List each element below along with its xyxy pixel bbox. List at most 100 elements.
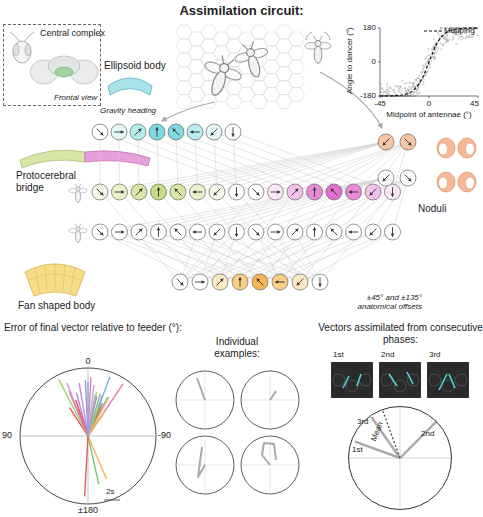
cell-outline: [346, 380, 358, 392]
cell-outline: [333, 374, 345, 386]
mean-vector: [382, 409, 400, 458]
bee-antenna: [10, 32, 34, 42]
bridge-neuron: [131, 184, 147, 200]
scale-bar: [104, 500, 120, 501]
polar-tick: 0: [82, 356, 94, 366]
circuit-wire: [217, 142, 386, 192]
scatter-point: [408, 90, 410, 92]
scatter-point: [387, 89, 389, 91]
offset-note: ±45° and ±135° anatomical offsets: [330, 293, 422, 311]
scatter-point: [431, 50, 433, 52]
example-circle: [241, 436, 299, 494]
direction-arrow: [253, 189, 260, 196]
noduli-neuron: [378, 134, 394, 150]
noduli-shape: [437, 172, 455, 192]
error-vector: [88, 397, 108, 436]
circuit-wire: [100, 132, 256, 192]
arrow-head: [139, 229, 142, 232]
inset-note: Frontal view: [54, 93, 97, 102]
direction-arrow: [173, 129, 180, 136]
arrow-head: [235, 194, 239, 197]
scatter-point: [427, 54, 429, 56]
circuit-wire: [373, 142, 408, 192]
scatter-point: [426, 56, 428, 58]
arrow-head: [297, 282, 300, 285]
fan-body-neuron: [212, 274, 228, 290]
circuit-wire: [100, 192, 180, 282]
scatter-point: [428, 59, 430, 61]
arrow-head: [175, 229, 178, 232]
fan-body-neuron: [312, 274, 328, 290]
scatter-point: [390, 87, 392, 89]
circuit-wire: [157, 132, 315, 192]
error-vector: [69, 391, 88, 436]
bridge-neuron: [307, 224, 323, 240]
bridge-neuron: [190, 184, 206, 200]
circuit-wire: [178, 192, 260, 282]
scatter-point: [435, 57, 437, 59]
arrow-head: [220, 279, 223, 282]
bridge-neuron: [229, 184, 245, 200]
bridge-neuron: [112, 184, 128, 200]
scatter-point: [433, 46, 435, 48]
arrow-head: [349, 190, 352, 194]
direction-arrow: [175, 189, 182, 196]
circuit-wire: [240, 192, 315, 282]
photo-art: [331, 362, 373, 398]
circuit-wire: [195, 132, 354, 192]
example-trace: [197, 378, 205, 400]
scatter-point: [383, 91, 385, 93]
honeycomb-cell: [289, 74, 305, 88]
scatter-point: [427, 70, 429, 72]
arrow-head: [121, 230, 124, 234]
bee-eye: [13, 44, 19, 56]
arrow-head: [408, 142, 411, 145]
scatter-point: [446, 38, 448, 40]
honeycomb-cell: [289, 32, 305, 46]
circuit-wire: [200, 192, 276, 282]
scatter-point: [417, 78, 419, 80]
scatter-point: [422, 65, 424, 67]
bridge-neuron: [346, 224, 362, 240]
scatter-point: [411, 86, 413, 88]
scatter-point: [461, 39, 463, 41]
direction-arrow: [214, 189, 221, 196]
scatter-point: [407, 90, 409, 92]
bee-drawing: [69, 224, 87, 243]
scatter-point: [445, 41, 447, 43]
scatter-point: [444, 35, 446, 37]
phase-label: 2nd: [421, 429, 434, 438]
ellipsoid-neuron: [168, 124, 184, 140]
noduli-shape: [458, 138, 476, 158]
scatter-point: [417, 87, 419, 89]
axis-tick: [478, 96, 479, 98]
bridge-neuron: [326, 224, 342, 240]
scatter-point: [425, 63, 427, 65]
circuit-wire: [198, 178, 387, 232]
error-vector: [59, 380, 88, 436]
bridge-neuron: [229, 224, 245, 240]
scatter-point: [436, 50, 438, 52]
arrow-head: [180, 282, 183, 285]
direction-arrow: [370, 229, 377, 236]
scatter-point: [468, 37, 470, 39]
scatter-point: [446, 41, 448, 43]
error-vector: [88, 377, 110, 436]
inset-title: Central complex: [40, 28, 105, 38]
ellipsoid-neuron: [130, 124, 146, 140]
bridge-shape: [20, 150, 85, 168]
phase-label: 1st: [352, 445, 363, 454]
scatter-point: [456, 43, 458, 45]
scatter-point: [471, 36, 473, 38]
scatter-point: [416, 77, 418, 79]
scatter-point: [443, 43, 445, 45]
arrow-head: [257, 279, 260, 282]
arrow-head: [277, 190, 280, 194]
bridge-neuron: [170, 224, 186, 240]
scatter-point: [416, 90, 418, 92]
polar-circle: 3rdMean1st2nd: [348, 406, 452, 510]
fan-body-neuron: [292, 274, 308, 290]
scatter-point: [433, 54, 435, 56]
scatter-point: [447, 40, 449, 42]
bee-head: [76, 227, 80, 231]
